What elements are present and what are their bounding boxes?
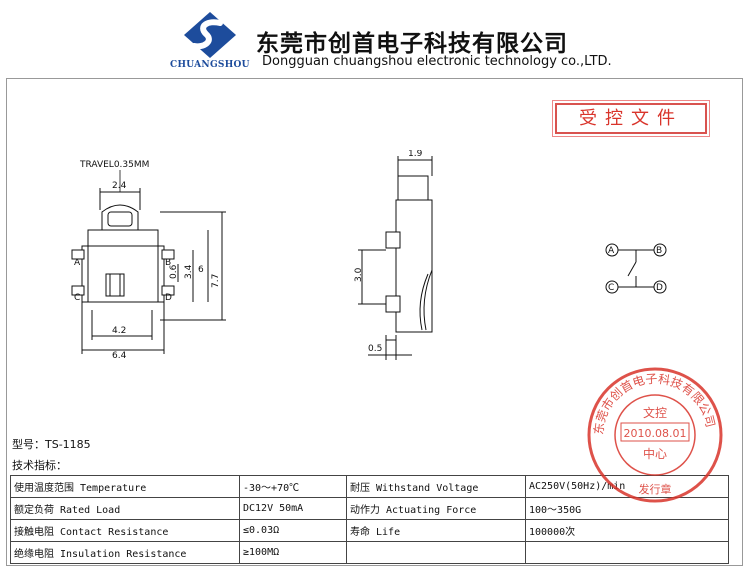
- dim-7-7: 7.7: [211, 274, 221, 288]
- seal-line-2: 中心: [643, 446, 667, 461]
- travel-label: TRAVEL0.35MM: [79, 160, 149, 170]
- spec-cell: [346, 541, 526, 564]
- controlled-document-text: 受控文件: [579, 108, 683, 129]
- company-seal-stamp: 东莞市创首电子科技有限公司 文控 2010.08.01 中心 发行章: [587, 367, 723, 503]
- side-view: [358, 156, 433, 360]
- spec-cell: 100000次: [525, 519, 729, 542]
- spec-cell: 使用温度范围 Temperature: [10, 475, 240, 498]
- spec-table: 使用温度范围 Temperature -30～+70℃ 耐压 Withstand…: [10, 475, 729, 564]
- pin-label-c: C: [74, 293, 80, 303]
- table-row: 使用温度范围 Temperature -30～+70℃ 耐压 Withstand…: [10, 475, 729, 498]
- dim-6-4: 6.4: [112, 351, 127, 361]
- schematic-a: A: [608, 246, 615, 256]
- table-row: 接触电阻 Contact Resistance ≤0.03Ω 寿命 Life 1…: [10, 519, 729, 542]
- seal-inner-ring: [614, 394, 696, 476]
- header: CHUANGSHOU 东莞市创首电子科技有限公司 Dongguan chuang…: [0, 0, 750, 78]
- pin-label-b: B: [165, 258, 171, 268]
- technical-drawings: TRAVEL0.35MM 2.4 A B C D 0.6 3.4 6 7.7 4…: [71, 150, 667, 361]
- spec-cell: 寿命 Life: [346, 519, 526, 542]
- dim-1-9: 1.9: [408, 150, 423, 159]
- dim-3-0: 3.0: [354, 267, 364, 282]
- dim-2-4: 2.4: [112, 181, 127, 191]
- spec-cell: 额定负荷 Rated Load: [10, 497, 240, 520]
- spec-cell: 耐压 Withstand Voltage: [346, 475, 526, 498]
- dim-3-4: 3.4: [184, 264, 194, 279]
- pin-label-d: D: [165, 293, 172, 303]
- table-row: 绝缘电阻 Insulation Resistance ≥100MΩ: [10, 541, 729, 564]
- schematic-d: D: [656, 283, 663, 293]
- spec-cell: 绝缘电阻 Insulation Resistance: [10, 541, 240, 564]
- spec-cell: [525, 541, 729, 564]
- schematic-c: C: [608, 283, 614, 293]
- seal-bottom-text: 发行章: [639, 482, 672, 496]
- seal-date: 2010.08.01: [624, 427, 687, 440]
- pin-label-a: A: [74, 258, 81, 268]
- schematic-b: B: [656, 246, 662, 256]
- spec-cell: 动作力 Actuating Force: [346, 497, 526, 520]
- spec-cell: -30～+70℃: [239, 475, 347, 498]
- tech-specs-label: 技术指标：: [12, 459, 67, 472]
- spec-cell: ≥100MΩ: [239, 541, 347, 564]
- spec-cell: DC12V 50mA: [239, 497, 347, 520]
- model-number: 型号：TS-1185: [12, 438, 91, 451]
- spec-cell: ≤0.03Ω: [239, 519, 347, 542]
- controlled-document-label: 受控文件: [552, 100, 710, 137]
- front-view: [71, 188, 226, 354]
- company-name-cn: 东莞市创首电子科技有限公司: [256, 30, 568, 57]
- table-row: 额定负荷 Rated Load DC12V 50mA 动作力 Actuating…: [10, 497, 729, 520]
- chuangshou-logo-icon: [184, 12, 236, 58]
- seal-ring-text: 东莞市创首电子科技有限公司: [592, 372, 718, 436]
- dim-0-5: 0.5: [368, 344, 382, 354]
- drawing-frame: [6, 78, 743, 566]
- spec-cell: 接触电阻 Contact Resistance: [10, 519, 240, 542]
- company-name-en: Dongguan chuangshou electronic technolog…: [262, 54, 612, 69]
- dim-0-6: 0.6: [169, 264, 179, 279]
- switch-schematic: [605, 243, 667, 294]
- brand-name: CHUANGSHOU: [170, 60, 250, 70]
- seal-outer-ring: [587, 367, 723, 503]
- dim-6: 6: [198, 265, 204, 275]
- dim-4-2: 4.2: [112, 326, 126, 336]
- spec-cell: 100～350G: [525, 497, 729, 520]
- seal-line-1: 文控: [643, 405, 667, 420]
